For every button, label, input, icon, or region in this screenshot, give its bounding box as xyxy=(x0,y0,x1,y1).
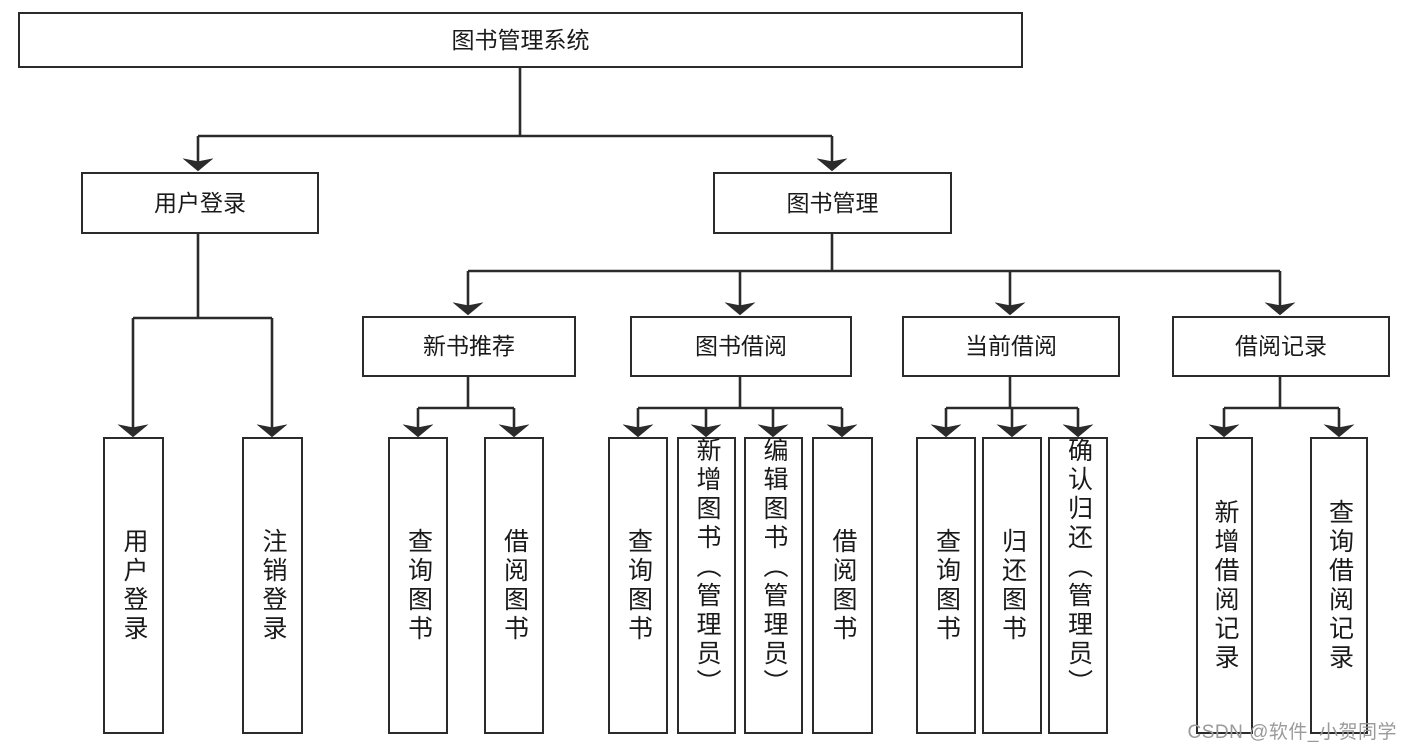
node-leaf-confirm-return-admin-label: 确认归还（管理员） xyxy=(1064,437,1093,698)
node-leaf-query-book-3-label: 查询图书 xyxy=(932,527,961,644)
node-leaf-confirm-return-admin[interactable]: 确认归还（管理员） xyxy=(1048,437,1108,734)
node-new-book-recommend[interactable]: 新书推荐 xyxy=(362,316,576,377)
node-leaf-edit-book-admin-label: 编辑图书（管理员） xyxy=(760,437,788,698)
node-leaf-borrow-book-2-label: 借阅图书 xyxy=(829,527,857,644)
node-leaf-query-book-2[interactable]: 查询图书 xyxy=(608,437,668,734)
node-borrow-record-label: 借阅记录 xyxy=(1235,333,1327,360)
node-leaf-query-book-2-label: 查询图书 xyxy=(624,527,653,644)
node-current-borrow-label: 当前借阅 xyxy=(965,333,1057,360)
node-leaf-return-book[interactable]: 归还图书 xyxy=(982,437,1042,734)
node-leaf-query-book-3[interactable]: 查询图书 xyxy=(916,437,976,734)
node-user-login[interactable]: 用户登录 xyxy=(81,172,319,234)
node-borrow-record[interactable]: 借阅记录 xyxy=(1172,316,1390,377)
watermark-text: CSDN @软件_小贺同学 xyxy=(1187,722,1397,743)
node-leaf-query-book-1[interactable]: 查询图书 xyxy=(388,437,448,734)
node-leaf-borrow-book-2[interactable]: 借阅图书 xyxy=(812,437,873,734)
node-leaf-add-book-admin[interactable]: 新增图书（管理员） xyxy=(677,437,736,734)
node-root-label: 图书管理系统 xyxy=(451,26,590,53)
node-leaf-user-logout[interactable]: 注销登录 xyxy=(242,437,303,734)
node-leaf-add-borrow-record[interactable]: 新增借阅记录 xyxy=(1196,437,1253,734)
node-user-login-label: 用户登录 xyxy=(154,189,246,216)
node-book-management[interactable]: 图书管理 xyxy=(713,172,952,234)
node-root[interactable]: 图书管理系统 xyxy=(18,12,1023,68)
node-current-borrow[interactable]: 当前借阅 xyxy=(902,316,1120,377)
node-leaf-borrow-book-1[interactable]: 借阅图书 xyxy=(484,437,544,734)
node-leaf-user-login-label: 用户登录 xyxy=(120,527,148,644)
node-leaf-edit-book-admin[interactable]: 编辑图书（管理员） xyxy=(744,437,803,734)
node-leaf-user-logout-label: 注销登录 xyxy=(259,527,287,644)
node-book-borrow[interactable]: 图书借阅 xyxy=(630,316,852,377)
node-book-borrow-label: 图书借阅 xyxy=(695,333,787,360)
node-leaf-add-borrow-record-label: 新增借阅记录 xyxy=(1211,498,1239,673)
node-leaf-query-book-1-label: 查询图书 xyxy=(404,527,433,644)
node-leaf-borrow-book-1-label: 借阅图书 xyxy=(500,527,529,644)
node-new-book-recommend-label: 新书推荐 xyxy=(423,333,515,360)
node-leaf-query-borrow-record[interactable]: 查询借阅记录 xyxy=(1310,437,1368,734)
node-leaf-add-book-admin-label: 新增图书（管理员） xyxy=(693,437,721,698)
node-leaf-query-borrow-record-label: 查询借阅记录 xyxy=(1325,498,1354,673)
node-book-management-label: 图书管理 xyxy=(786,189,879,216)
node-leaf-return-book-label: 归还图书 xyxy=(998,527,1027,644)
node-leaf-user-login[interactable]: 用户登录 xyxy=(103,437,164,734)
